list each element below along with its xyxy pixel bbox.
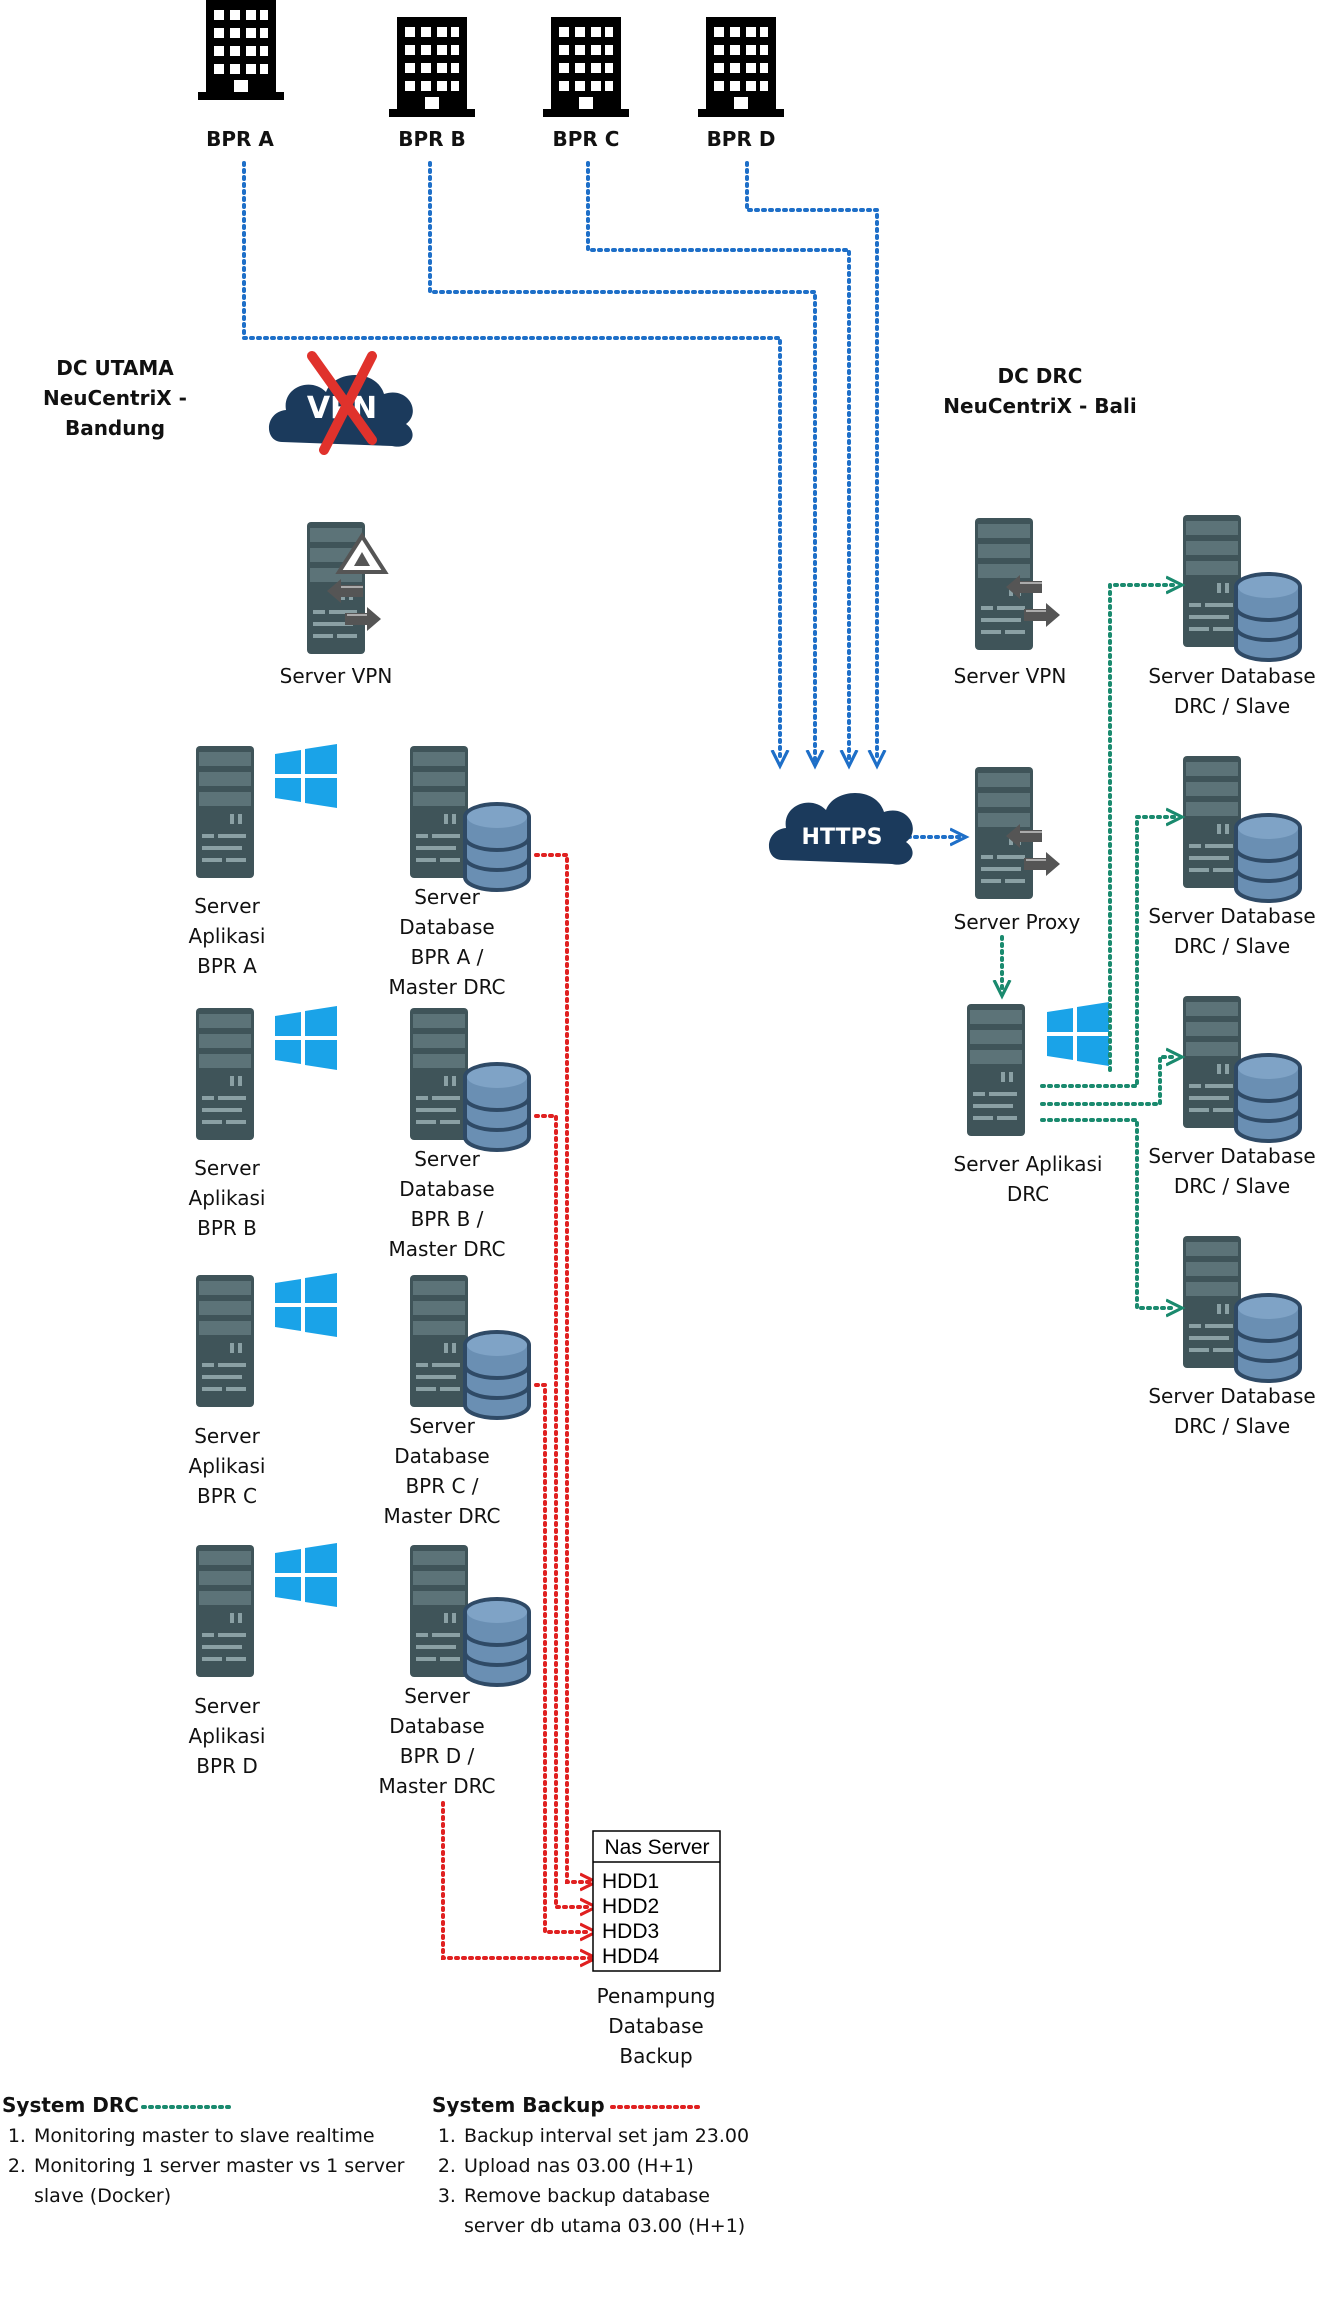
dc-drc-title: DC DRC NeuCentriX - Bali xyxy=(920,361,1160,421)
dc-utama-line1: DC UTAMA xyxy=(56,356,174,380)
nas-drive-1: HDD1 xyxy=(602,1870,659,1893)
bank-label-b: BPR B xyxy=(398,127,466,151)
dc-utama-line2: NeuCentriX - xyxy=(43,386,187,410)
bank-label-d: BPR D xyxy=(706,127,776,151)
backup-connectors xyxy=(441,853,590,1958)
dc-drc-line1: DC DRC xyxy=(997,364,1083,388)
bank-label-a: BPR A xyxy=(206,127,274,151)
legend-backup-item-2: Upload nas 03.00 (H+1) xyxy=(462,2151,762,2181)
nas-drive-4: HDD4 xyxy=(602,1945,659,1968)
legend-backup-item-3: Remove backup database server db utama 0… xyxy=(462,2181,762,2241)
cross-icon xyxy=(307,351,377,455)
building-icon-bpr-a xyxy=(198,0,284,100)
nas-box xyxy=(592,1830,721,1972)
dc-utama-title: DC UTAMA NeuCentriX - Bandung xyxy=(15,353,215,443)
server-app-drc-icon xyxy=(967,1004,1025,1136)
legend-backup-title: System Backup xyxy=(432,2093,605,2117)
server-vpn-main-label: Server VPN xyxy=(279,664,393,688)
server-vpn-drc-label: Server VPN xyxy=(953,664,1067,688)
windows-icon-drc xyxy=(1047,1002,1109,1066)
legend-backup-list: Backup interval set jam 23.00 Upload nas… xyxy=(432,2121,762,2241)
legend-drc-title: System DRC xyxy=(2,2093,139,2117)
legend-backup-item-1: Backup interval set jam 23.00 xyxy=(462,2121,762,2151)
building-icon-bpr-d xyxy=(698,17,784,117)
dc-utama-line3: Bandung xyxy=(64,416,166,440)
nas-title: Nas Server xyxy=(604,1836,709,1859)
https-connectors xyxy=(242,161,960,837)
legend-drc-item-1: Monitoring master to slave realtime xyxy=(32,2121,432,2151)
nas-drive-3: HDD3 xyxy=(602,1920,659,1943)
server-proxy-label: Server Proxy xyxy=(953,910,1081,934)
https-cloud-text: HTTPS xyxy=(802,825,883,850)
building-icon-bpr-c xyxy=(543,17,629,117)
nas-drive-2: HDD2 xyxy=(602,1895,659,1918)
dc-drc-line2: NeuCentriX - Bali xyxy=(943,394,1137,418)
drc-connectors xyxy=(1002,585,1176,1308)
building-icon-bpr-b xyxy=(389,17,475,117)
legend-drc-item-2: Monitoring 1 server master vs 1 server s… xyxy=(32,2151,432,2211)
bank-label-c: BPR C xyxy=(552,127,620,151)
legend-drc-list: Monitoring master to slave realtime Moni… xyxy=(2,2121,432,2211)
